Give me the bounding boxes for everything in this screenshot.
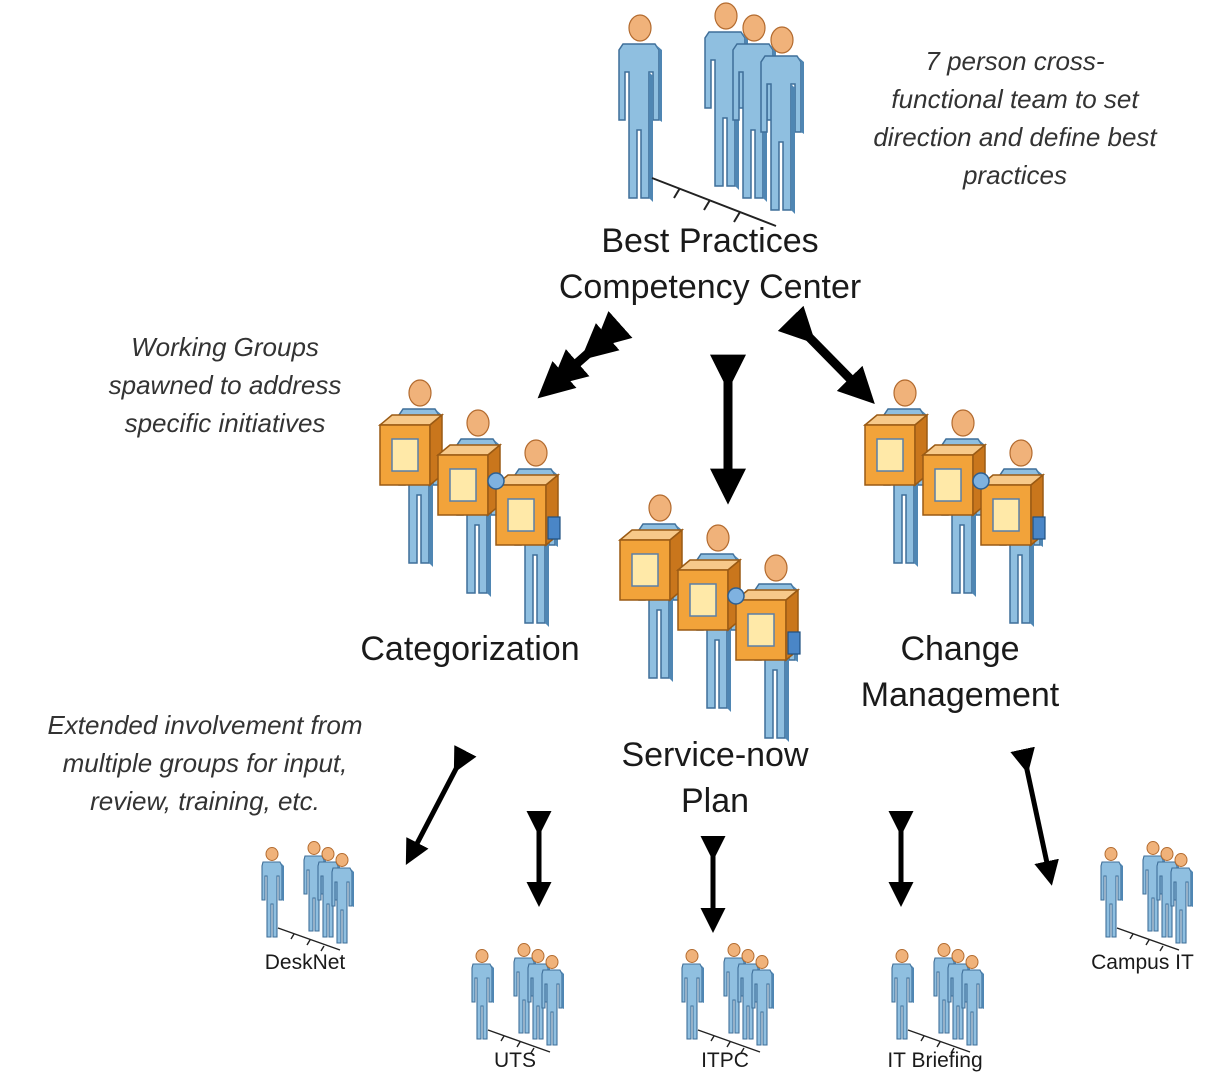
- competency-center-team-icon: [619, 3, 804, 226]
- service-now-plan-label: Service-now Plan: [570, 732, 860, 824]
- working-note-line3: specific initiatives: [124, 408, 326, 438]
- team-note-line3: direction and define best: [873, 122, 1157, 152]
- center-label: Best Practices Competency Center: [510, 218, 910, 310]
- arrow-desknet: [405, 745, 477, 865]
- uts-label: UTS: [494, 1049, 536, 1072]
- campus-it-label: Campus IT: [1091, 951, 1194, 974]
- extended-note-line1: Extended involvement from: [47, 710, 363, 740]
- working-note-line2: spawned to address: [108, 370, 342, 400]
- itpc-label: ITPC: [701, 1049, 749, 1072]
- team-note-line4: practices: [962, 160, 1068, 190]
- team-note-line2: functional team to set: [891, 84, 1139, 114]
- service-now-plan-workers-icon: [620, 495, 800, 742]
- desknet-team-icon: [262, 842, 354, 952]
- extended-note-line2: multiple groups for input,: [62, 748, 348, 778]
- campus-it-team-icon: [1101, 842, 1193, 952]
- change-management-workers-icon: [865, 380, 1045, 627]
- working-note-line1: Working Groups: [131, 332, 319, 362]
- center-label-line2: Competency Center: [558, 268, 862, 306]
- change-management-label: Change Management: [820, 626, 1100, 718]
- arrow-center-categorization-shaft: [537, 310, 633, 399]
- service-now-plan-line2: Plan: [680, 782, 750, 820]
- center-label-line1: Best Practices: [601, 222, 819, 260]
- categorization-label: Categorization: [360, 630, 580, 668]
- itpc-team-icon: [682, 944, 774, 1054]
- team-note-line1: 7 person cross-: [925, 46, 1105, 76]
- it-briefing-team-icon: [892, 944, 984, 1054]
- categorization-workers-icon: [380, 380, 560, 627]
- arrow-campus-it: [1010, 746, 1059, 886]
- arrow-center-change-management: [777, 305, 875, 404]
- uts-team-icon: [472, 944, 564, 1054]
- extended-note-line3: review, training, etc.: [90, 786, 320, 816]
- working-groups-note: Working Groups spawned to address specif…: [70, 328, 380, 442]
- extended-involvement-note: Extended involvement from multiple group…: [5, 706, 405, 820]
- it-briefing-label: IT Briefing: [887, 1049, 983, 1072]
- change-management-line2: Management: [860, 676, 1060, 714]
- team-note: 7 person cross- functional team to set d…: [830, 42, 1200, 194]
- desknet-label: DeskNet: [264, 951, 346, 974]
- change-management-line1: Change: [900, 630, 1020, 668]
- service-now-plan-line1: Service-now: [621, 736, 809, 774]
